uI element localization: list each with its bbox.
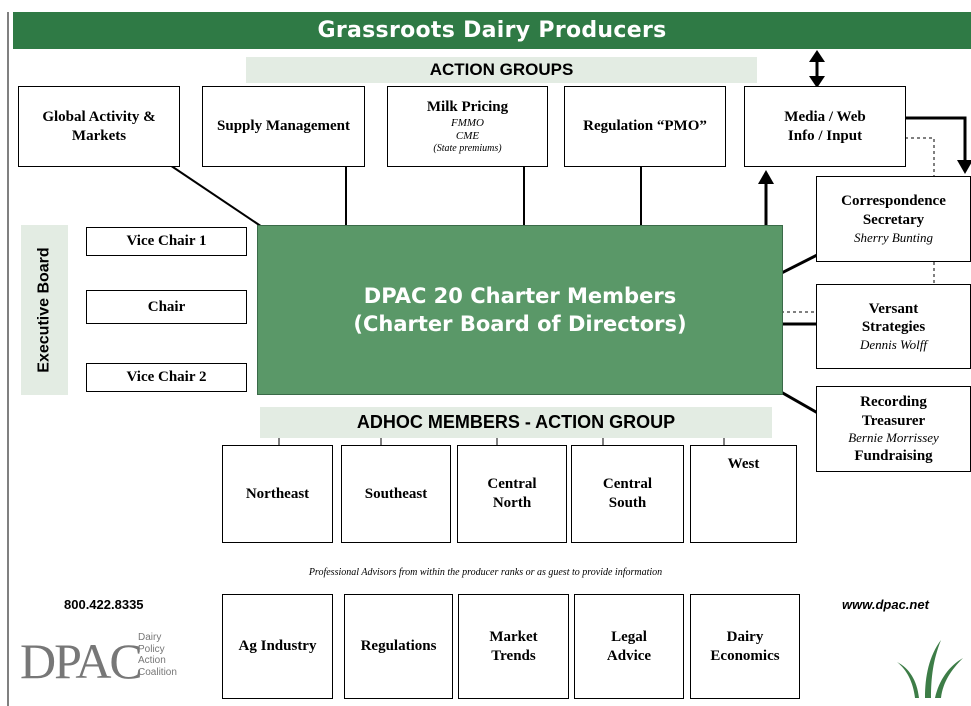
adhoc-title: ADHOC MEMBERS - ACTION GROUP — [260, 407, 772, 438]
advisors-note: Professional Advisors from within the pr… — [308, 567, 663, 578]
logo-word: Action — [138, 655, 166, 666]
region-label: Central North — [487, 476, 537, 511]
executive-board-label: Executive Board — [35, 247, 53, 373]
recording-title-1: Recording — [860, 393, 927, 410]
region-central-north: Central North — [457, 445, 567, 543]
vice-chair-2-label: Vice Chair 2 — [126, 369, 207, 386]
correspondence-name: Sherry Bunting — [853, 229, 934, 245]
correspondence-title-2: Secretary — [862, 211, 925, 228]
logo-letters: DPAC — [20, 633, 143, 689]
action-group-regulation-label: Regulation “PMO” — [583, 118, 707, 135]
action-group-regulation: Regulation “PMO” — [564, 86, 726, 167]
advisor-label: Dairy Economics — [710, 628, 780, 664]
advisor-label: Market Trends — [489, 628, 538, 664]
region-northeast: Northeast — [222, 445, 333, 543]
arrow-down-icon — [809, 76, 825, 88]
versant-name: Dennis Wolff — [859, 337, 928, 353]
region-label: Central South — [602, 476, 653, 511]
action-group-global: Global Activity & Markets — [18, 86, 180, 167]
action-group-global-label: Global Activity & Markets — [42, 108, 156, 144]
vice-chair-1-box: Vice Chair 1 — [86, 227, 247, 256]
action-group-media: Media / Web Info / Input — [744, 86, 906, 167]
region-label: Northeast — [245, 485, 310, 502]
charter-members-box: DPAC 20 Charter Members (Charter Board o… — [257, 225, 783, 395]
versant-strategies-box: Versant Strategies Dennis Wolff — [816, 284, 971, 369]
website-link: www.dpac.net — [842, 597, 929, 612]
milk-pricing-cme: CME — [455, 129, 480, 142]
action-group-supply: Supply Management — [202, 86, 365, 167]
chair-label: Chair — [147, 298, 186, 315]
arrow-down-icon — [957, 160, 971, 174]
action-group-supply-label: Supply Management — [217, 118, 350, 135]
versant-title-2: Strategies — [861, 319, 926, 336]
correspondence-title-1: Correspondence — [841, 193, 946, 210]
media-line-1: Media / Web — [784, 108, 866, 125]
action-group-milk-pricing: Milk Pricing FMMO CME (State premiums) — [387, 86, 548, 167]
milk-pricing-fmmo: FMMO — [451, 116, 484, 129]
phone-number: 800.422.8335 — [64, 597, 144, 612]
advisor-ag-industry: Ag Industry — [222, 594, 333, 699]
versant-title-1: Versant — [868, 300, 919, 317]
region-west: West — [690, 445, 797, 543]
advisor-market-trends: Market Trends — [458, 594, 569, 699]
vice-chair-1-label: Vice Chair 1 — [126, 233, 207, 250]
milk-pricing-state: (State premiums) — [433, 143, 502, 155]
vice-chair-2-box: Vice Chair 2 — [86, 363, 247, 392]
recording-title-2: Treasurer — [861, 412, 926, 429]
executive-board-band: Executive Board — [21, 225, 68, 395]
correspondence-secretary-box: Correspondence Secretary Sherry Bunting — [816, 176, 971, 262]
logo-words: Dairy Policy Action Coalition — [138, 632, 177, 678]
charter-members-line-1: DPAC 20 Charter Members — [363, 283, 677, 308]
advisor-legal-advice: Legal Advice — [574, 594, 684, 699]
media-line-2: Info / Input — [787, 127, 863, 144]
action-groups-title: ACTION GROUPS — [246, 57, 757, 83]
region-label: West — [727, 456, 760, 472]
dashed-media — [887, 137, 935, 176]
recording-name: Bernie Morrissey — [848, 430, 939, 446]
recording-extra: Fundraising — [854, 447, 933, 464]
charter-members-line-2: (Charter Board of Directors) — [353, 312, 687, 336]
page-title: Grassroots Dairy Producers — [13, 12, 971, 49]
advisor-dairy-economics: Dairy Economics — [690, 594, 800, 699]
recording-treasurer-box: Recording Treasurer Bernie Morrissey Fun… — [816, 386, 971, 472]
logo-word: Coalition — [138, 666, 177, 678]
advisor-label: Ag Industry — [238, 638, 317, 655]
advisor-label: Regulations — [360, 638, 437, 655]
arrow-up-icon — [809, 50, 825, 62]
logo-word: Policy — [138, 643, 165, 655]
milk-pricing-title: Milk Pricing — [426, 98, 509, 115]
arrow-up-icon — [758, 170, 774, 184]
region-southeast: Southeast — [341, 445, 451, 543]
advisor-regulations: Regulations — [344, 594, 453, 699]
chair-box: Chair — [86, 290, 247, 324]
grass-icon — [897, 640, 963, 698]
region-label: Southeast — [364, 485, 428, 502]
logo-word: Dairy — [138, 632, 162, 643]
advisor-label: Legal Advice — [606, 628, 652, 664]
region-central-south: Central South — [571, 445, 684, 543]
dpac-logo: DPAC Dairy Policy Action Coalition — [20, 632, 200, 702]
